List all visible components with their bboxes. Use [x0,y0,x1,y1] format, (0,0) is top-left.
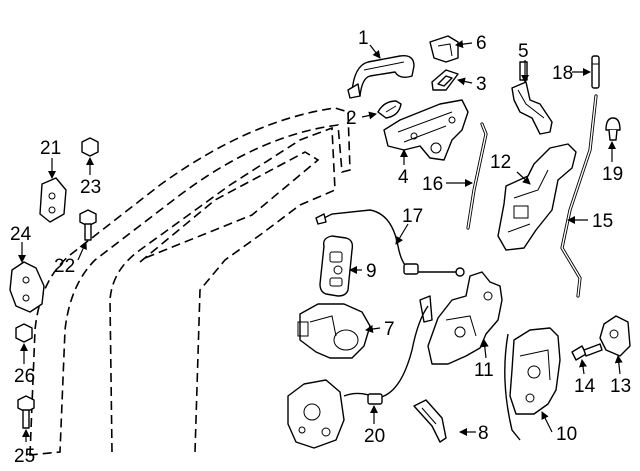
callout-14: 14 [574,376,596,397]
callout-8: 8 [478,423,489,444]
callout-10: 10 [556,424,577,445]
part-21-hinge [39,177,67,223]
callout-9: 9 [366,261,377,282]
part-8-lever [413,399,447,443]
callout-7: 7 [384,319,395,340]
door-outline [29,107,351,456]
callout-6: 6 [476,33,487,54]
part-7-lock-actuator [297,303,371,359]
part-14-screw [571,343,603,361]
part-10-latch [504,327,561,441]
part-11-latch [419,271,503,365]
part-9-key-fob [319,235,354,297]
callout-4: 4 [398,167,409,188]
part-1-door-handle [347,55,415,99]
callout-labels: 1 2 3 4 5 6 7 8 9 10 11 12 13 14 15 16 1… [10,28,631,467]
callout-2: 2 [346,108,357,129]
callout-15: 15 [592,211,613,232]
callout-12: 12 [490,152,511,173]
callout-17: 17 [402,206,423,227]
callout-19: 19 [602,164,623,185]
callout-22: 22 [54,256,75,277]
callout-16: 16 [422,174,443,195]
callout-13: 13 [610,376,631,397]
part-18-lock-knob [591,55,600,89]
part-16-lock-rod [466,122,488,230]
part-26-nut [15,323,33,343]
callout-25: 25 [14,446,35,467]
part-13-striker [599,315,631,357]
part-2-handle-cap [377,100,402,119]
callout-23: 23 [80,177,101,198]
part-15-lock-rod [560,94,598,298]
part-23-nut [81,137,99,157]
part-24-hinge [9,261,45,313]
callout-3: 3 [476,74,487,95]
part-17-cable [315,209,465,277]
callout-18: 18 [552,63,573,84]
part-12-rod-guide [497,143,577,251]
part-3-gasket [431,69,459,91]
part-22-bolt [79,209,97,241]
callout-26: 26 [14,366,35,387]
callout-21: 21 [40,138,61,159]
callout-11: 11 [474,360,494,381]
callout-1: 1 [358,28,369,49]
part-25-bolt [17,395,35,429]
leader-lines [18,40,623,442]
part-19-clip [605,117,621,141]
part-5-bracket [511,61,553,135]
callout-24: 24 [10,224,32,245]
callout-20: 20 [364,426,385,447]
part-6-cover [429,35,459,63]
part-20-inside-latch [287,305,429,449]
callout-5: 5 [518,41,529,62]
